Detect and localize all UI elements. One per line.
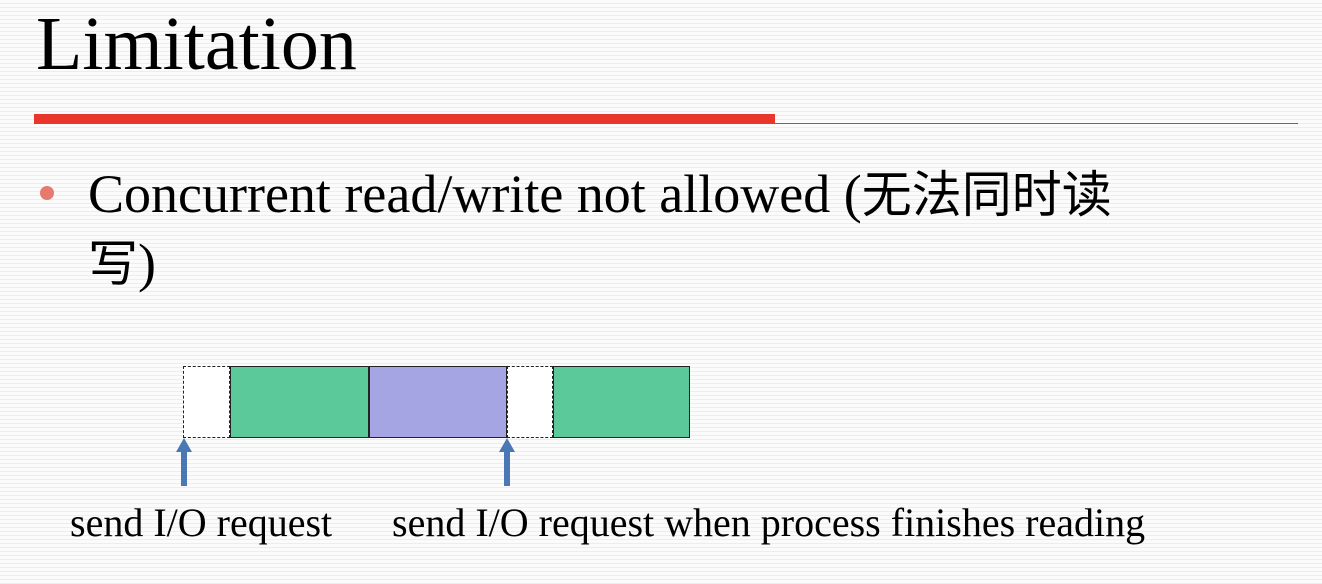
caption-send-io-request: send I/O request xyxy=(70,500,333,545)
title-underline-rule xyxy=(775,123,1298,124)
bullet-line-2-chinese: 写 xyxy=(88,235,138,293)
bullet-line-2-close-paren: ) xyxy=(138,233,156,293)
bullet-line-2: 写) xyxy=(88,229,1288,298)
bullet-marker-icon xyxy=(40,186,54,200)
up-arrow-icon xyxy=(499,438,515,486)
bullet-line-1-chinese: 无法同时读 xyxy=(861,166,1112,224)
timeline-green-segment-2 xyxy=(553,366,690,438)
timeline-idle-gap-2 xyxy=(507,366,553,438)
bullet-line-1: Concurrent read/write not allowed (无法同时读 xyxy=(88,160,1288,229)
timeline-idle-gap-1 xyxy=(183,366,230,438)
timeline-green-segment-1 xyxy=(230,366,369,438)
caption-send-io-request-after-read: send I/O request when process finishes r… xyxy=(392,500,1146,545)
bullet-text: Concurrent read/write not allowed (无法同时读… xyxy=(88,160,1288,298)
timeline-purple-segment xyxy=(369,366,507,438)
bullet-line-1-english: Concurrent read/write not allowed ( xyxy=(88,164,862,224)
title-underline-accent xyxy=(34,114,775,124)
slide-title: Limitation xyxy=(36,2,357,86)
up-arrow-icon xyxy=(176,438,192,486)
